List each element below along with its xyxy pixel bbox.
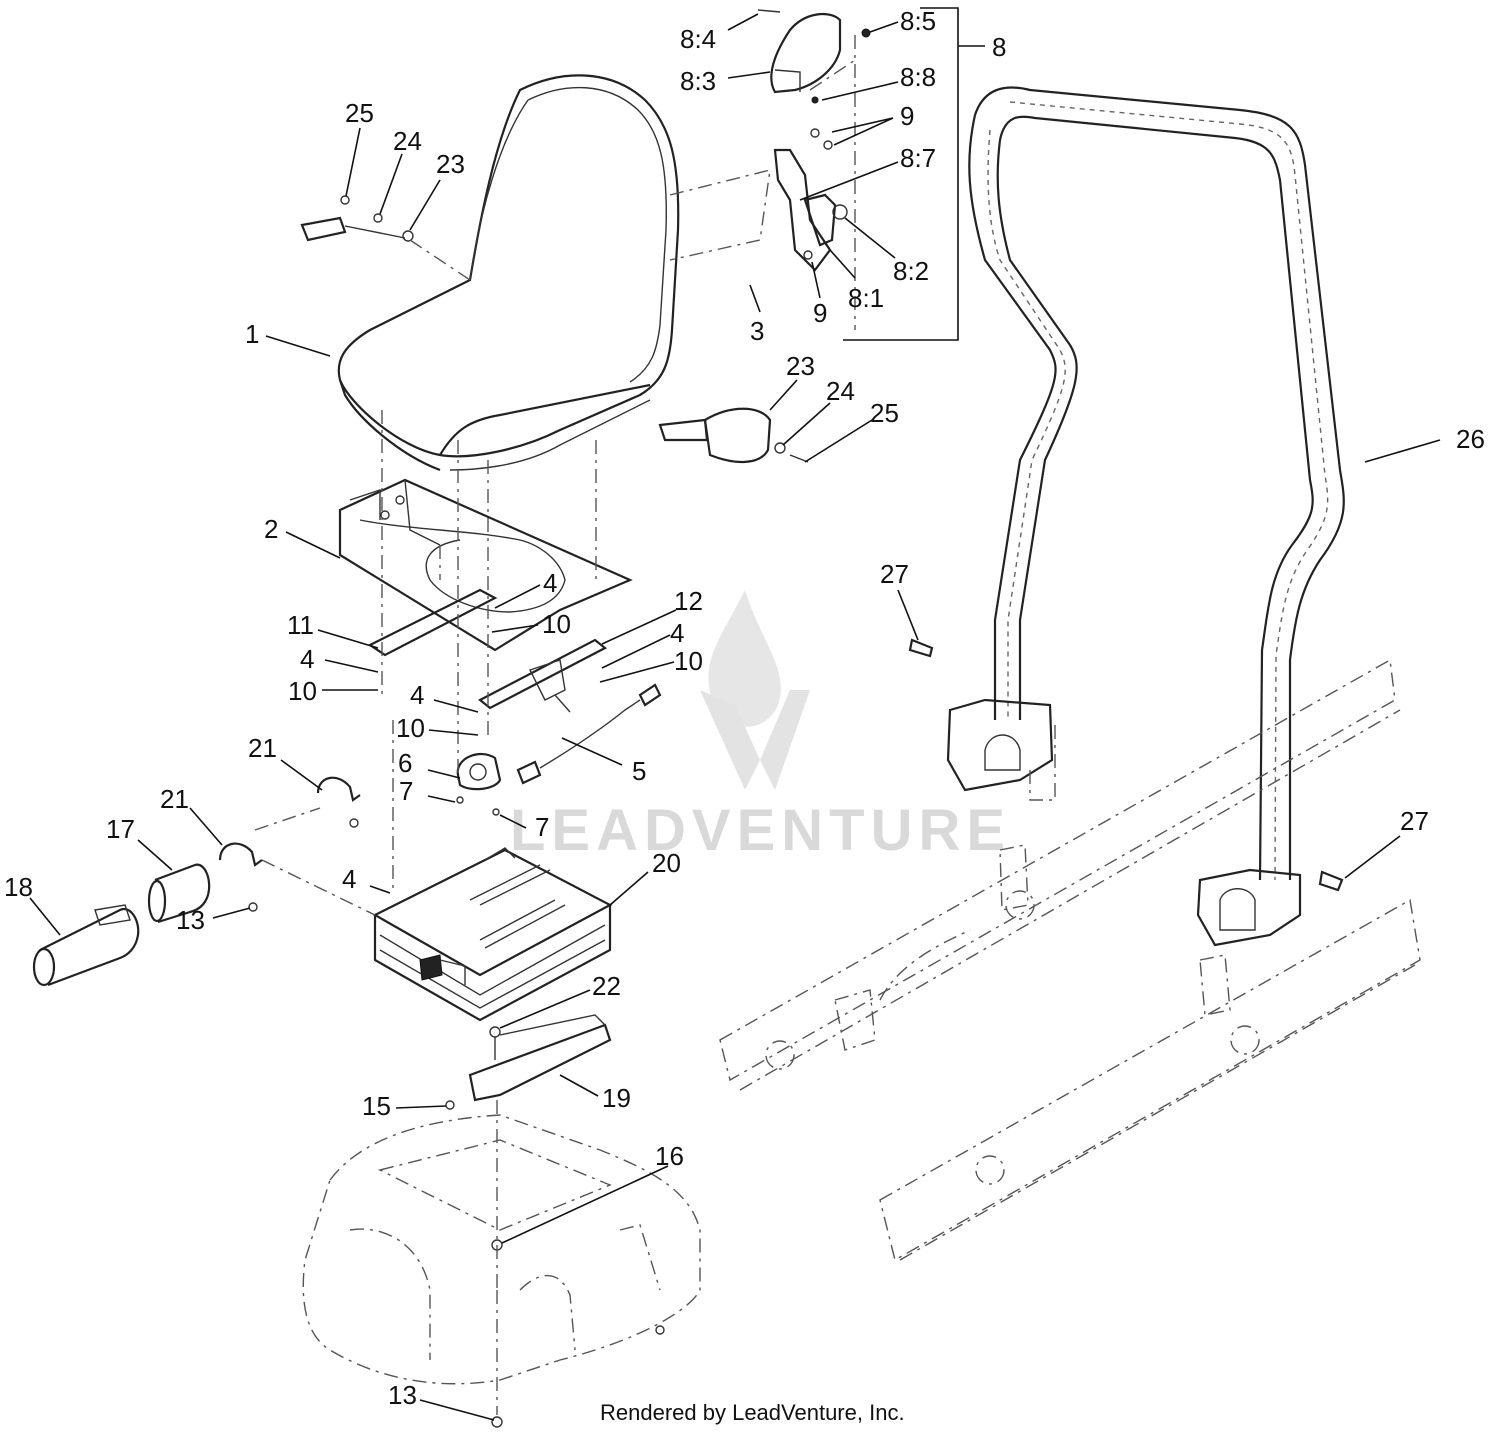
label-8-3: 8:3 [680, 66, 716, 96]
label-18: 18 [4, 872, 33, 902]
seat-suspension [372, 847, 613, 1022]
slide-rails [367, 588, 608, 713]
label-10-c: 10 [288, 676, 317, 706]
label-2: 2 [264, 514, 278, 544]
label-4-e: 4 [342, 864, 356, 894]
label-27-upper: 27 [880, 559, 909, 589]
hardware-bolts [491, 638, 1344, 1428]
seat-switch [456, 752, 502, 816]
label-3: 3 [750, 316, 764, 346]
watermark: LEADVENTURE [510, 590, 1011, 863]
watermark-text: LEADVENTURE [510, 798, 1011, 863]
label-8-2: 8:2 [893, 256, 929, 286]
label-25-right: 25 [870, 398, 899, 428]
label-8: 8 [992, 32, 1006, 62]
label-25-left: 25 [345, 98, 374, 128]
label-15: 15 [362, 1091, 391, 1121]
frame-rails [719, 658, 1421, 1262]
wire-harness [516, 683, 662, 785]
label-4-c: 4 [300, 644, 314, 674]
label-13-lower: 13 [388, 1380, 417, 1410]
label-8-7: 8:7 [900, 143, 936, 173]
label-24-left: 24 [393, 126, 422, 156]
label-8-4: 8:4 [680, 24, 716, 54]
seat-plate [338, 478, 633, 652]
label-10-b: 10 [674, 646, 703, 676]
mount-bracket [445, 1014, 612, 1110]
armrest-assembly [757, 9, 871, 330]
label-27-lower: 27 [1400, 806, 1429, 836]
label-10-a: 10 [542, 609, 571, 639]
seat-belt-left [300, 195, 471, 281]
storage-tube [32, 776, 376, 987]
label-19: 19 [602, 1083, 631, 1113]
leader-lines [29, 7, 1441, 1421]
label-24-right: 24 [826, 376, 855, 406]
label-11: 11 [287, 610, 314, 640]
label-1: 1 [245, 319, 259, 349]
label-6: 6 [398, 748, 412, 778]
label-7-left: 7 [399, 776, 413, 806]
label-21-upper: 21 [248, 733, 277, 763]
label-20: 20 [652, 848, 681, 878]
label-22: 22 [592, 971, 621, 1001]
label-8-5: 8:5 [900, 6, 936, 36]
label-17: 17 [106, 814, 135, 844]
label-8-8: 8:8 [900, 62, 936, 92]
label-4-d: 4 [410, 680, 424, 710]
label-7-right: 7 [535, 812, 549, 842]
footer-credit: Rendered by LeadVenture, Inc. [600, 1400, 905, 1425]
seat-belt-right [658, 407, 809, 464]
label-12: 12 [674, 586, 703, 616]
label-10-d: 10 [396, 713, 425, 743]
label-16: 16 [655, 1141, 684, 1171]
shroud [302, 1114, 701, 1385]
label-4-b: 4 [670, 618, 684, 648]
label-9-lower: 9 [813, 298, 827, 328]
label-21-lower: 21 [160, 784, 189, 814]
label-23-right: 23 [786, 351, 815, 381]
label-9-upper: 9 [900, 101, 914, 131]
label-4-a: 4 [543, 568, 557, 598]
label-26: 26 [1456, 424, 1485, 454]
label-13-upper: 13 [176, 905, 205, 935]
label-23-left: 23 [436, 149, 465, 179]
label-8-1: 8:1 [848, 283, 884, 313]
label-5: 5 [632, 756, 646, 786]
roll-bar [946, 86, 1345, 947]
callout-labels: 8:4 8:5 8 8:3 8:8 9 8:7 8:2 8:1 9 25 24 … [4, 6, 1485, 1410]
center-lines [381, 410, 597, 1415]
